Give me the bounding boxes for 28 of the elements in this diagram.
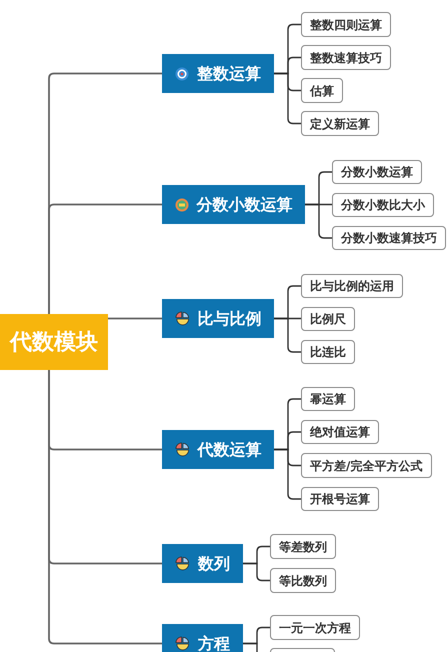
subtopic-box: 比连比 [301, 340, 355, 364]
subtopic-box: 整数四则运算 [301, 12, 391, 37]
topic-box: 整数运算 [162, 54, 274, 93]
subtopic-box: 一元一次方程 [270, 615, 360, 640]
topic-box: 比与比例 [162, 299, 274, 338]
subtopic-box: 定义新运算 [301, 111, 379, 136]
topic-box: 分数小数运算 [162, 185, 305, 224]
subtopic-box: 开根号运算 [301, 487, 379, 511]
subtopic-box: 平方差/完全平方公式 [301, 453, 432, 478]
root-topic-box: 代数模块 [0, 314, 108, 370]
connector-line [243, 562, 270, 582]
subtopic-box: 比与比例的运用 [301, 274, 403, 298]
connector-line [108, 318, 162, 320]
connector-line [48, 370, 162, 644]
subtopic-box: 整数速算技巧 [301, 45, 391, 70]
topic-box: 方程 [162, 624, 243, 652]
subtopic-box: 分数小数速算技巧 [332, 226, 446, 250]
topic-box: 代数运算 [162, 430, 274, 469]
subtopic-box: 比例尺 [301, 307, 355, 331]
subtopic-box: 分数小数运算 [332, 160, 422, 184]
subtopic-box: 估算 [301, 78, 343, 103]
subtopic-box: 等差数列 [270, 534, 336, 559]
subtopic-box: 分数小数比大小 [332, 193, 434, 217]
subtopic-box: 绝对值运算 [301, 420, 379, 444]
connector-line [48, 204, 162, 314]
subtopic-box: 幂运算 [301, 387, 355, 411]
topic-box: 数列 [162, 544, 243, 583]
subtopic-box: 等比数列 [270, 568, 336, 593]
